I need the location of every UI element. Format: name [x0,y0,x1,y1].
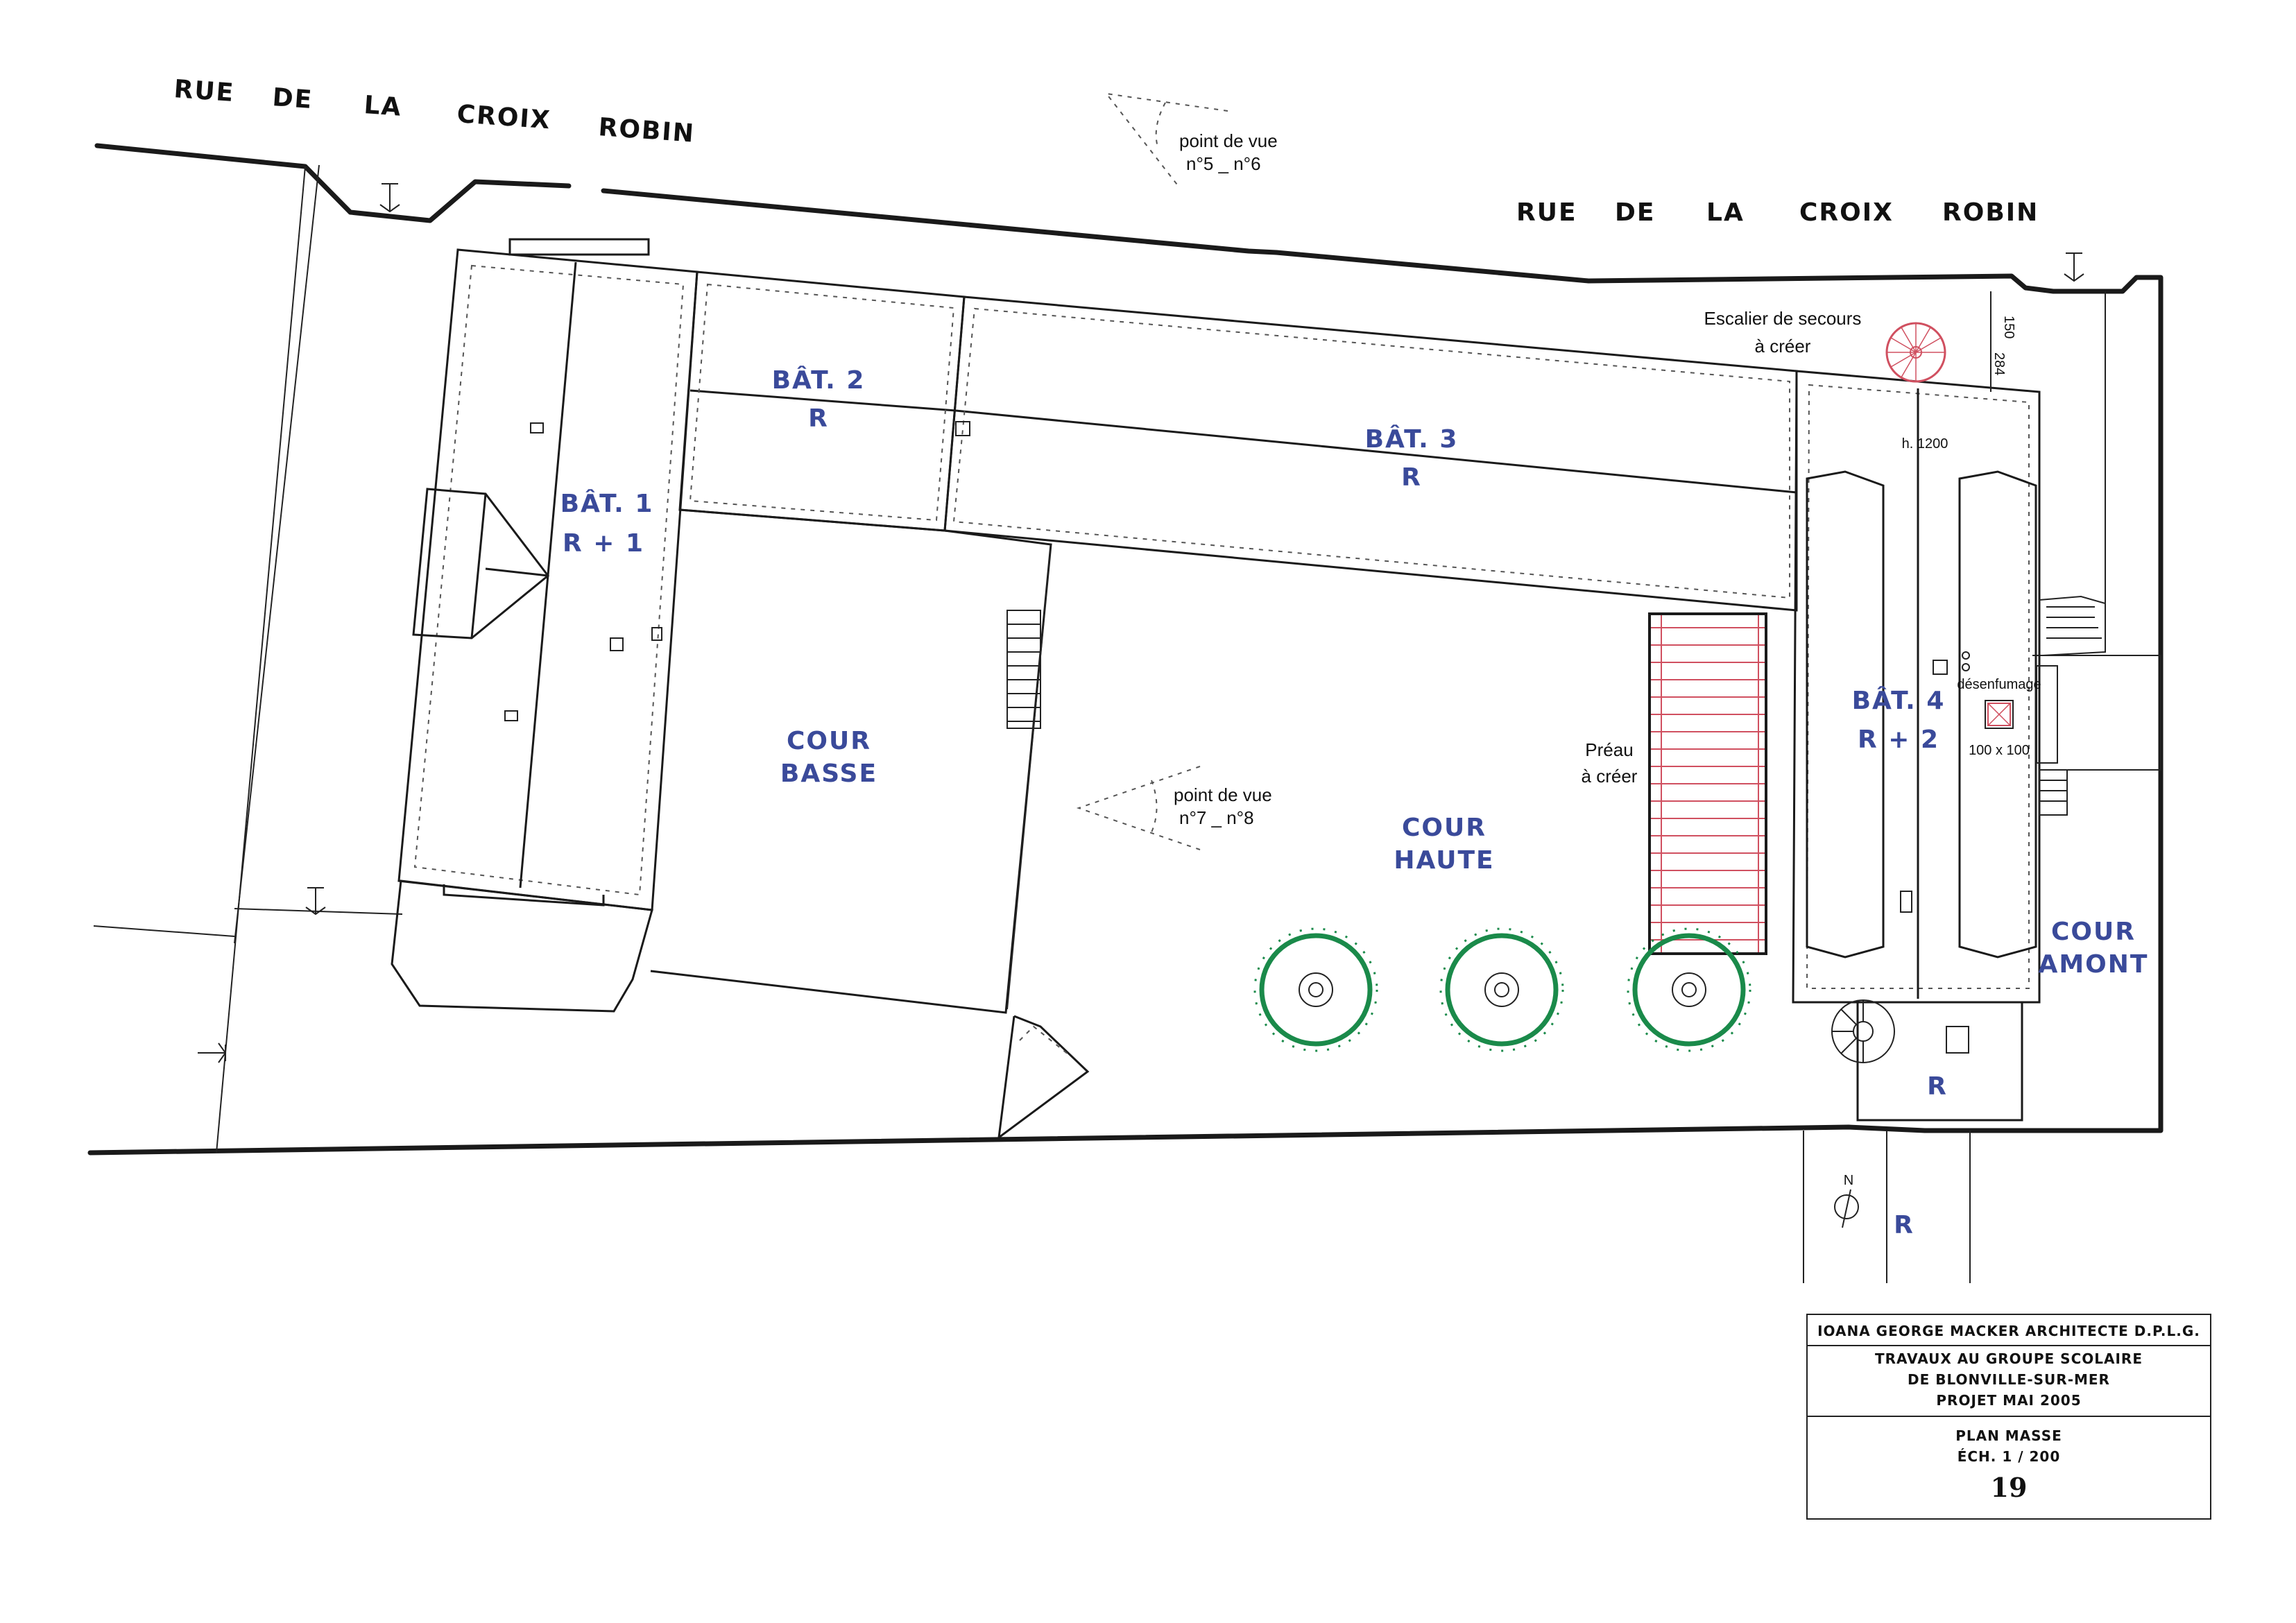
emergency-stair-label: Escalier de secours [1704,308,1862,329]
viewpoint-label: n°7 _ n°8 [1179,807,1254,828]
cour-basse-label: COUR [787,727,871,755]
viewpoint-label: point de vue [1179,130,1278,151]
building-3: BÂT. 3 R [943,295,1798,612]
desenfumage-size: 100 x 100 [1969,743,2030,758]
street-word: DE [1615,198,1655,227]
street-word: CROIX [1799,198,1894,227]
north-arrow-icon: N [1834,1173,1859,1228]
building-1-gable [412,488,550,639]
cour-haute-label: HAUTE [1394,846,1494,875]
street-word: RUE [173,75,235,108]
building-1: BÂT. 1 R + 1 [391,238,699,1013]
building-4: h. 1200 désenfumage 100 x 100 BÂT. 4 R +… [1792,370,2058,1004]
street-word: LA [1706,198,1745,227]
tree-icon [1439,927,1564,1052]
building-4-outline [1792,370,2041,1004]
preau-label: Préau [1585,739,1633,760]
tree-icon [1253,927,1378,1052]
building-4-level: R + 2 [1858,725,1939,754]
annex-level: R [1927,1072,1948,1101]
viewpoint-label: point de vue [1174,784,1272,805]
street-word: DE [271,83,314,114]
preau-label: à créer [1582,766,1638,787]
stairs [2039,595,2106,816]
building-2: BÂT. 2 R [678,270,966,532]
building-2-level: R [808,404,829,433]
cour-haute-label: COUR [1402,814,1487,842]
title-block: IOANA GEORGE MACKER ARCHITECTE D.P.L.G. … [1806,1314,2211,1520]
architect-name: IOANA GEORGE MACKER ARCHITECTE D.P.L.G. [1817,1323,2200,1339]
street-word: CROIX [456,100,551,135]
building-1-porch [391,879,653,1013]
street-word: ROBIN [1942,198,2039,227]
street-label-top-left: RUE DE LA CROIX ROBIN [173,75,696,148]
entrance-arrow [305,887,326,916]
entrance-arrow [379,183,400,213]
viewpoint-label: n°5 _ n°6 [1186,153,1261,174]
north-label: N [1844,1173,1853,1188]
entrance-arrow [2064,252,2084,282]
tree-icon [1627,927,1751,1052]
building-1-name: BÂT. 1 [560,489,654,518]
dimension-150: 150 [2001,316,2016,338]
plan-title: PLAN MASSE [1955,1427,2062,1444]
west-parcel-line [234,164,320,944]
courtyard-walls [650,508,1090,1140]
west-parcel-line [216,166,306,1153]
street-word: LA [363,91,403,122]
north-boundary-wall [94,143,572,223]
cour-amont-label: AMONT [2039,950,2149,979]
preau: Préau à créer [1582,612,1767,955]
annex-building: R [1831,999,2023,1122]
parcel-line [93,925,235,937]
building-3-outline [943,295,1798,612]
north-boundary-wall [601,188,1279,255]
viewpoint-7-8: point de vue n°7 _ n°8 [1076,766,1272,850]
height-note: h. 1200 [1902,436,1948,452]
building-1-level: R + 1 [563,529,644,558]
viewpoint-5-6: point de vue n°5 _ n°6 [1104,92,1278,188]
stairs [1006,610,1041,729]
building-3-name: BÂT. 3 [1365,424,1459,454]
building-2-name: BÂT. 2 [772,366,866,395]
project-line: TRAVAUX AU GROUPE SCOLAIRE [1875,1350,2143,1367]
emergency-stair: Escalier de secours à créer 150 284 [1704,291,2016,392]
project-line: PROJET MAI 2005 [1936,1392,2081,1409]
building-3-level: R [1401,463,1422,492]
plan-scale: ÉCH. 1 / 200 [1957,1448,2061,1465]
dimension-284: 284 [1991,352,2007,375]
south-road-level: R [1894,1211,1914,1239]
cour-amont-label: COUR [2051,918,2136,946]
street-word: ROBIN [597,113,696,148]
emergency-stair-label: à créer [1755,336,1811,357]
cour-basse-label: BASSE [780,759,877,788]
building-4-name: BÂT. 4 [1852,686,1946,715]
desenfumage-label: désenfumage [1957,677,2041,692]
street-word: RUE [1516,198,1577,227]
entrance-arrow [198,1042,227,1063]
project-line: DE BLONVILLE-SUR-MER [1908,1371,2110,1388]
street-label-top-right: RUE DE LA CROIX ROBIN [1516,198,2039,227]
sheet-number: 19 [1991,1472,2028,1503]
site-boundary [87,143,2164,1283]
parcel-line [2032,655,2161,771]
south-boundary-wall [87,1124,1928,1156]
